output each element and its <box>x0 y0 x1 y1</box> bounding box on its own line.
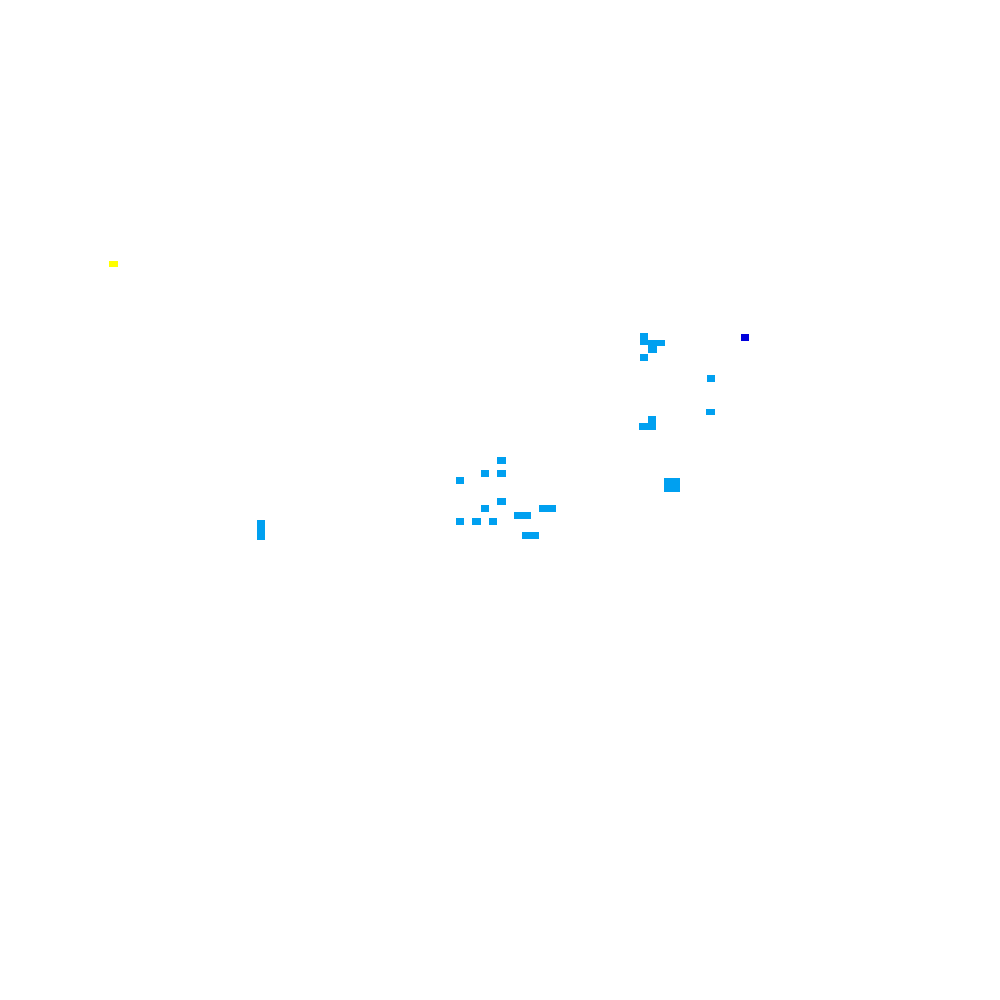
map-cell <box>648 340 665 346</box>
map-cell <box>648 416 656 423</box>
map-cell <box>497 470 506 477</box>
map-cell <box>481 505 489 512</box>
map-cell <box>648 346 657 353</box>
map-cell <box>472 518 481 525</box>
map-cell <box>640 354 648 361</box>
map-cell <box>489 518 497 525</box>
map-cell <box>664 478 680 492</box>
map-cell <box>109 261 118 267</box>
map-cell <box>706 409 715 415</box>
map-cell <box>481 470 489 477</box>
map-cell <box>456 518 464 525</box>
map-cell <box>741 334 749 341</box>
map-cell <box>522 532 539 539</box>
map-cell <box>456 477 464 484</box>
map-cell <box>257 520 265 540</box>
map-cell <box>640 333 648 345</box>
map-cell <box>707 375 715 382</box>
map-cell <box>497 498 506 505</box>
map-cell <box>539 505 556 512</box>
map-cell <box>639 423 656 430</box>
map-cell <box>514 512 531 519</box>
map-cell <box>497 457 506 464</box>
